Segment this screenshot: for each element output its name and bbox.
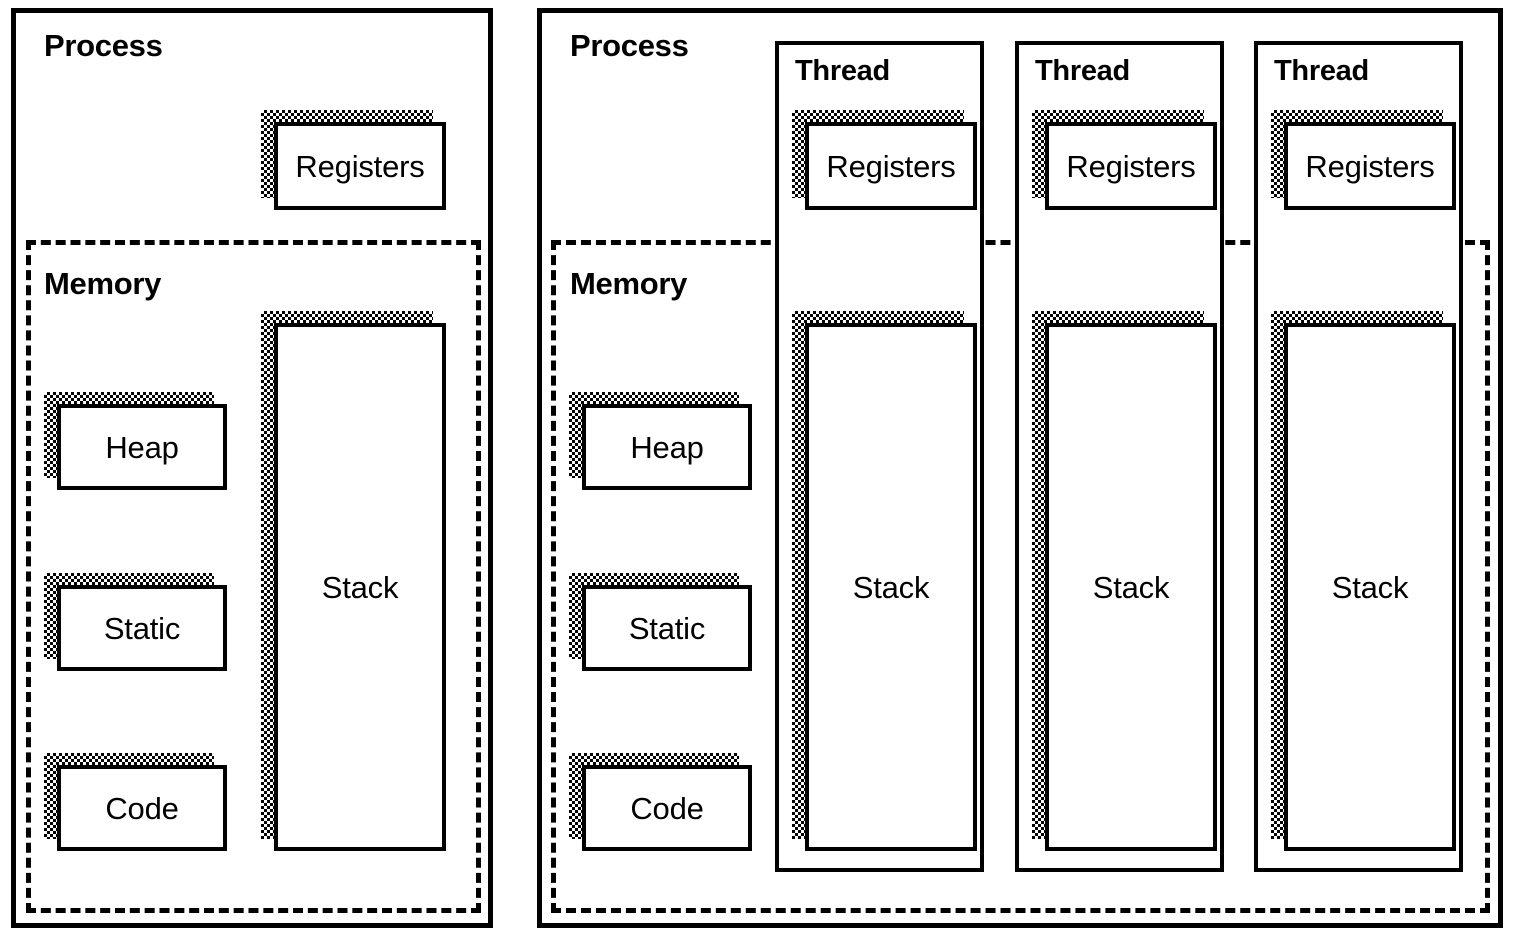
thread-label-2: Thread <box>1035 55 1130 87</box>
registers-card-process: Registers <box>261 110 446 210</box>
registers-label: Registers <box>1305 148 1435 184</box>
static-card-multi: Static <box>569 573 752 671</box>
stack-box: Stack <box>274 323 446 851</box>
heap-box: Heap <box>57 404 227 490</box>
static-label: Static <box>103 610 181 646</box>
code-box: Code <box>57 765 227 851</box>
code-card-single: Code <box>44 753 227 851</box>
stack-card-thread-1: Stack <box>792 311 977 851</box>
memory-label-multi: Memory <box>570 266 688 301</box>
code-card-multi: Code <box>569 753 752 851</box>
static-box: Static <box>582 585 752 671</box>
heap-label: Heap <box>105 429 179 465</box>
registers-label: Registers <box>1066 148 1196 184</box>
static-box: Static <box>57 585 227 671</box>
heap-card-multi: Heap <box>569 392 752 490</box>
stack-label: Stack <box>321 569 399 605</box>
stack-label: Stack <box>1331 569 1409 605</box>
process-panel-multi <box>537 8 1503 928</box>
code-box: Code <box>582 765 752 851</box>
thread-label-3: Thread <box>1274 55 1369 87</box>
registers-card-thread-1: Registers <box>792 110 977 210</box>
process-label-multi: Process <box>570 28 689 63</box>
process-panel-single <box>11 8 493 928</box>
registers-box: Registers <box>805 122 977 210</box>
memory-label-single: Memory <box>44 266 162 301</box>
heap-label: Heap <box>630 429 704 465</box>
registers-card-thread-2: Registers <box>1032 110 1217 210</box>
static-label: Static <box>628 610 706 646</box>
registers-label: Registers <box>295 148 425 184</box>
registers-card-thread-3: Registers <box>1271 110 1456 210</box>
stack-card-thread-2: Stack <box>1032 311 1217 851</box>
registers-box: Registers <box>274 122 446 210</box>
stack-card-single: Stack <box>261 311 446 851</box>
heap-card-single: Heap <box>44 392 227 490</box>
registers-box: Registers <box>1045 122 1217 210</box>
stack-label: Stack <box>1092 569 1170 605</box>
thread-label-1: Thread <box>795 55 890 87</box>
stack-label: Stack <box>852 569 930 605</box>
stack-box: Stack <box>805 323 977 851</box>
heap-box: Heap <box>582 404 752 490</box>
registers-label: Registers <box>826 148 956 184</box>
stack-card-thread-3: Stack <box>1271 311 1456 851</box>
memory-region-single <box>26 240 481 913</box>
stack-box: Stack <box>1284 323 1456 851</box>
registers-box: Registers <box>1284 122 1456 210</box>
code-label: Code <box>630 790 704 826</box>
process-label-single: Process <box>44 28 163 63</box>
stack-box: Stack <box>1045 323 1217 851</box>
code-label: Code <box>105 790 179 826</box>
static-card-single: Static <box>44 573 227 671</box>
